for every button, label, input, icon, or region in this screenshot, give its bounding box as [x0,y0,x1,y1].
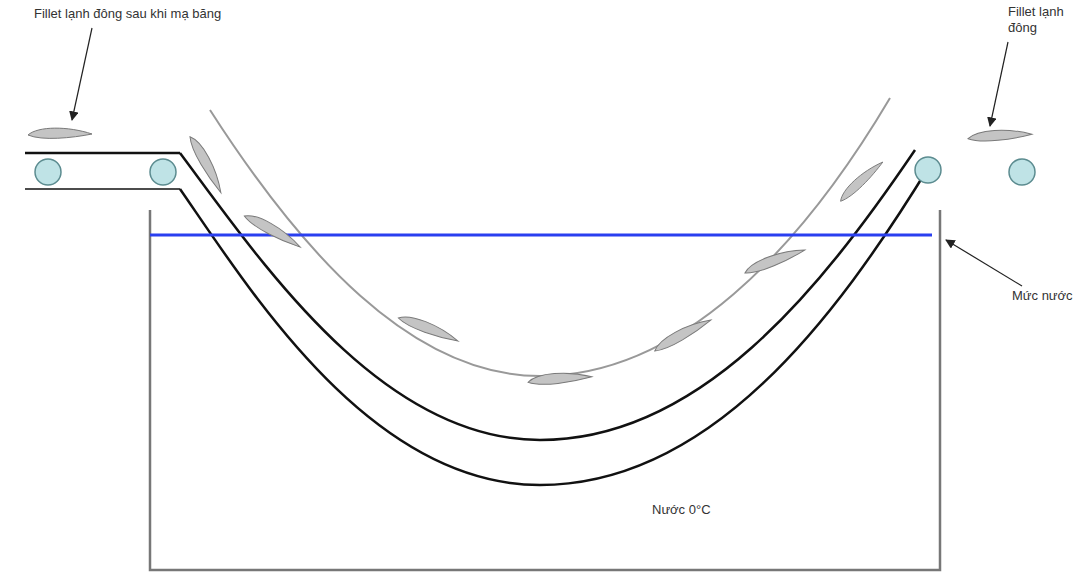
fish-fillet [743,245,807,277]
roller [150,159,176,185]
fish-fillet [968,128,1032,142]
tank-wall [150,210,940,570]
fish-fillet [652,315,713,354]
water-temperature-label: Nước 0°C [652,502,711,518]
fish-fillet [528,371,593,386]
roller [1009,159,1035,185]
product-label: Fillet lạnh đông sau khi mạ băng [34,6,221,22]
fish-fillets [28,128,1032,385]
roller [35,159,61,185]
water-level-label: Mức nước [1012,288,1073,304]
fish-fillet [836,158,885,203]
leader-arrow [990,42,1008,126]
fish-fillet [187,134,226,195]
conveyor-belt [180,165,930,485]
leader-arrow [946,240,1022,286]
product-label: Fillet lạnh đông [1008,4,1086,35]
water-level-line [150,234,932,237]
fish-fillet [397,312,460,346]
fish-fillet [28,128,92,138]
roller [915,157,941,183]
conveyor-belt [180,150,915,440]
conveyor-belt [25,152,180,155]
guide-rail [210,98,890,376]
conveyor-belt [25,188,180,190]
leader-arrow [72,28,92,120]
fish-fillet [243,210,304,251]
